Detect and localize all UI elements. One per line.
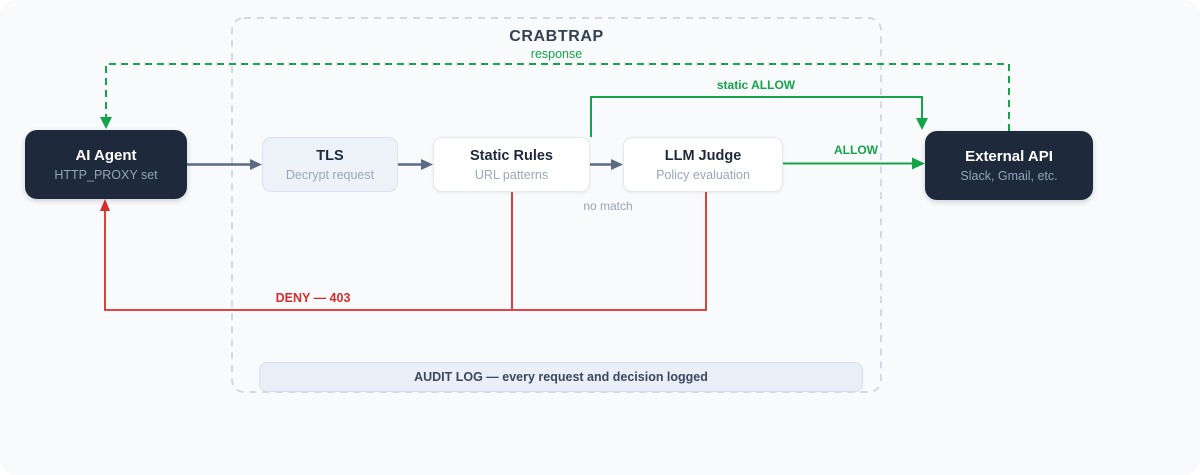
crabtrap-dashed-border	[231, 17, 882, 393]
allow-label: ALLOW	[834, 143, 878, 157]
static-allow-arrowhead	[916, 118, 928, 130]
node-tls: TLS Decrypt request	[262, 137, 398, 192]
llm-judge-subtitle: Policy evaluation	[656, 167, 750, 182]
deny-arrowhead	[100, 199, 110, 211]
static-allow-edge	[590, 96, 928, 137]
response-arrowhead	[100, 117, 112, 129]
node-external-api: External API Slack, Gmail, etc.	[925, 131, 1093, 200]
ai-agent-title: AI Agent	[75, 147, 137, 164]
external-api-subtitle: Slack, Gmail, etc.	[960, 169, 1058, 183]
static-allow-label: static ALLOW	[716, 78, 796, 92]
static-rules-subtitle: URL patterns	[474, 167, 549, 182]
node-ai-agent: AI Agent HTTP_PROXY set	[25, 130, 187, 199]
response-edge-label: response	[530, 47, 583, 61]
external-api-title: External API	[965, 148, 1053, 165]
crabtrap-title: CRABTRAP	[509, 28, 604, 45]
static-rules-title: Static Rules	[470, 147, 553, 164]
tls-title: TLS	[316, 147, 344, 164]
request-flow-arrows	[187, 159, 623, 170]
allow-edge	[783, 157, 925, 170]
ai-agent-subtitle: HTTP_PROXY set	[54, 168, 158, 182]
llm-judge-title: LLM Judge	[664, 147, 742, 164]
audit-log-label: AUDIT LOG — every request and decision l…	[414, 370, 708, 384]
tls-subtitle: Decrypt request	[285, 167, 375, 182]
deny-label: DENY — 403	[275, 291, 351, 305]
allow-arrowhead	[912, 157, 925, 170]
no-match-label: no match	[583, 199, 633, 213]
node-llm-judge: LLM Judge Policy evaluation	[623, 137, 783, 192]
deny-edge	[100, 192, 707, 311]
response-edge	[100, 63, 1010, 131]
audit-log-bar: AUDIT LOG — every request and decision l…	[259, 362, 863, 392]
node-static-rules: Static Rules URL patterns	[433, 137, 590, 192]
